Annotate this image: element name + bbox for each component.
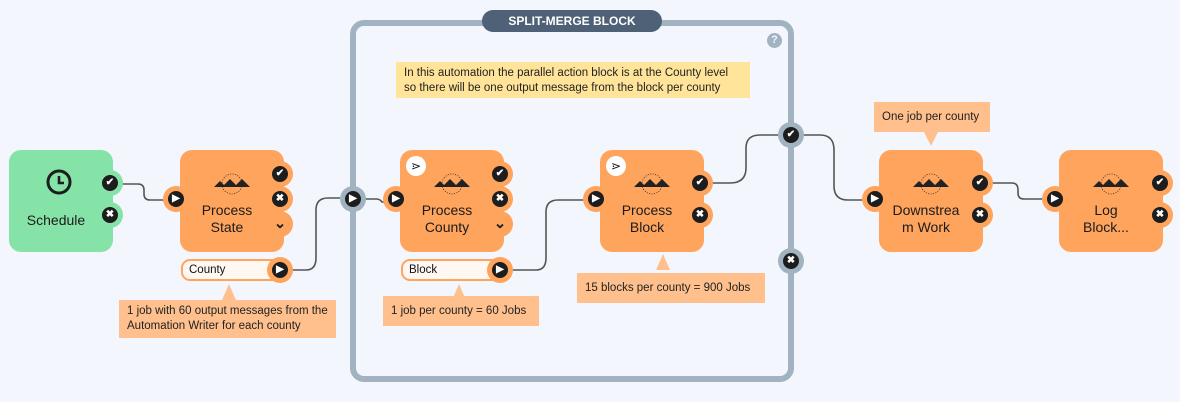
check-icon: ✔ <box>783 127 799 143</box>
block-failure-port[interactable]: ✖ <box>778 248 804 274</box>
fme-logo-icon <box>913 173 949 195</box>
play-icon: ▶ <box>1047 191 1063 207</box>
process-state-expand-port[interactable]: ⌄ <box>267 211 293 237</box>
play-icon: ▶ <box>168 191 184 207</box>
process-state-success-port[interactable]: ✔ <box>267 161 293 187</box>
process-state-failure-port[interactable]: ✖ <box>267 186 293 212</box>
wire-process-state-to-block <box>292 197 340 271</box>
check-icon: ✔ <box>1152 175 1168 191</box>
process-county-expand-port[interactable]: ⌄ <box>487 211 513 237</box>
split-arrow-icon: ⋗ <box>406 156 426 176</box>
split-merge-block-title: SPLIT-MERGE BLOCK <box>482 10 662 32</box>
block-input-port[interactable]: ▶ <box>340 186 366 212</box>
process-county-input-port[interactable]: ▶ <box>383 186 409 212</box>
process-block-success-port[interactable]: ✔ <box>687 170 713 196</box>
x-icon: ✖ <box>272 191 288 207</box>
x-icon: ✖ <box>1152 207 1168 223</box>
fme-logo-icon <box>434 173 470 195</box>
output-attribute-county[interactable]: County <box>181 259 281 281</box>
check-icon: ✔ <box>272 166 288 182</box>
x-icon: ✖ <box>492 191 508 207</box>
block-success-port[interactable]: ✔ <box>778 122 804 148</box>
log-block-failure-port[interactable]: ✖ <box>1147 202 1173 228</box>
split-merge-block-note: In this automation the parallel action b… <box>396 62 750 98</box>
check-icon: ✔ <box>692 175 708 191</box>
check-icon: ✔ <box>492 166 508 182</box>
clock-icon <box>46 169 72 195</box>
wire-downstream-to-log <box>992 182 1046 200</box>
x-icon: ✖ <box>972 207 988 223</box>
check-icon: ✔ <box>102 175 118 191</box>
fme-logo-icon <box>1093 173 1129 195</box>
play-icon: ▶ <box>272 262 288 278</box>
log-block-input-port[interactable]: ▶ <box>1042 186 1068 212</box>
downstream-work-success-port[interactable]: ✔ <box>967 170 993 196</box>
node-label: Schedule <box>26 212 86 228</box>
play-icon: ▶ <box>492 262 508 278</box>
downstream-work-failure-port[interactable]: ✖ <box>967 202 993 228</box>
note-pointer <box>222 284 236 300</box>
x-icon: ✖ <box>692 207 708 223</box>
wire-merge-to-downstream <box>802 134 868 201</box>
question-circle-icon[interactable]: ? <box>767 33 782 48</box>
schedule-failure-port[interactable]: ✖ <box>97 202 123 228</box>
node-schedule[interactable]: Schedule <box>9 150 113 252</box>
fme-logo-icon <box>214 173 250 195</box>
play-icon: ▶ <box>345 191 361 207</box>
fme-logo-icon <box>634 173 670 195</box>
process-block-failure-port[interactable]: ✖ <box>687 202 713 228</box>
x-icon: ✖ <box>102 207 118 223</box>
note-pointer <box>656 254 670 270</box>
split-arrow-icon: ⋗ <box>606 156 626 176</box>
play-icon: ▶ <box>388 191 404 207</box>
chevron-down-icon: ⌄ <box>493 215 507 232</box>
log-block-success-port[interactable]: ✔ <box>1147 170 1173 196</box>
output-attribute-block[interactable]: Block <box>401 259 501 281</box>
block-output-port[interactable]: ▶ <box>487 257 513 283</box>
play-icon: ▶ <box>867 191 883 207</box>
process-block-note: 15 blocks per county = 900 Jobs <box>577 273 765 303</box>
schedule-success-port[interactable]: ✔ <box>97 170 123 196</box>
process-state-note: 1 job with 60 output messages from the A… <box>119 300 336 338</box>
process-county-failure-port[interactable]: ✖ <box>487 186 513 212</box>
process-block-input-port[interactable]: ▶ <box>583 186 609 212</box>
process-county-success-port[interactable]: ✔ <box>487 161 513 187</box>
downstream-work-note: One job per county <box>874 102 990 132</box>
county-output-port[interactable]: ▶ <box>267 257 293 283</box>
process-state-input-port[interactable]: ▶ <box>163 186 189 212</box>
downstream-work-input-port[interactable]: ▶ <box>862 186 888 212</box>
play-icon: ▶ <box>588 191 604 207</box>
chevron-down-icon: ⌄ <box>273 215 287 232</box>
check-icon: ✔ <box>972 175 988 191</box>
note-pointer <box>924 132 938 146</box>
process-county-note: 1 job per county = 60 Jobs <box>383 296 539 326</box>
x-icon: ✖ <box>783 253 799 269</box>
